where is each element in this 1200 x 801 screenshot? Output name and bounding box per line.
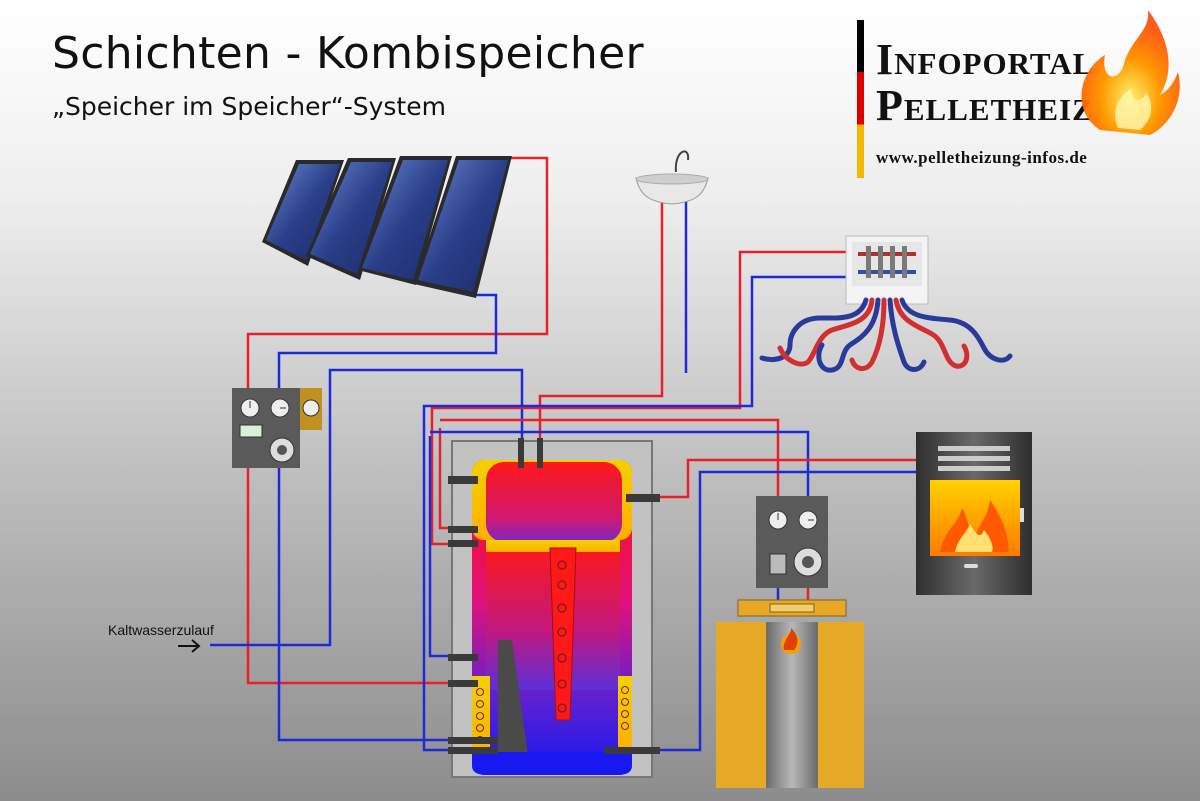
- boiler-cold-pipe: [430, 430, 810, 498]
- floor-heating-cold-pipe: [422, 275, 848, 752]
- solar-collector-icon: [262, 156, 512, 298]
- page-title: Schichten - Kombispeicher: [52, 28, 644, 79]
- solar-hot-pipe: [246, 156, 549, 685]
- logo-url: www.pelletheizung-infos.de: [876, 148, 1088, 167]
- boiler-pump-station-icon: [756, 496, 828, 588]
- stove-icon: [916, 432, 1032, 595]
- floor-heating-loops: [759, 297, 1013, 373]
- logo-flame-icon: [1081, 10, 1180, 135]
- logo-flag-bar: [857, 20, 864, 178]
- cold-water-inlet-label: Kaltwasserzulauf: [108, 622, 214, 638]
- stove-hot-pipe: [660, 458, 916, 499]
- cold-water-inlet-arrow-icon: [178, 639, 201, 653]
- page-subtitle: „Speicher im Speicher“-System: [52, 92, 446, 121]
- stove-cold-pipe: [660, 470, 916, 752]
- sink-icon: [635, 150, 709, 205]
- sink-hot-pipe: [538, 200, 664, 462]
- pellet-boiler-icon: [716, 599, 864, 788]
- floor-heating-distributor-icon: [845, 235, 929, 305]
- cold-water-inlet-pipe: [210, 368, 524, 647]
- logo-text-line1: Infoportal: [876, 35, 1095, 84]
- floor-heating-hot-pipe: [430, 250, 848, 546]
- combi-storage-tank-icon: [448, 438, 660, 778]
- solar-pump-station-icon: [232, 388, 322, 468]
- solar-cold-pipe: [277, 293, 498, 742]
